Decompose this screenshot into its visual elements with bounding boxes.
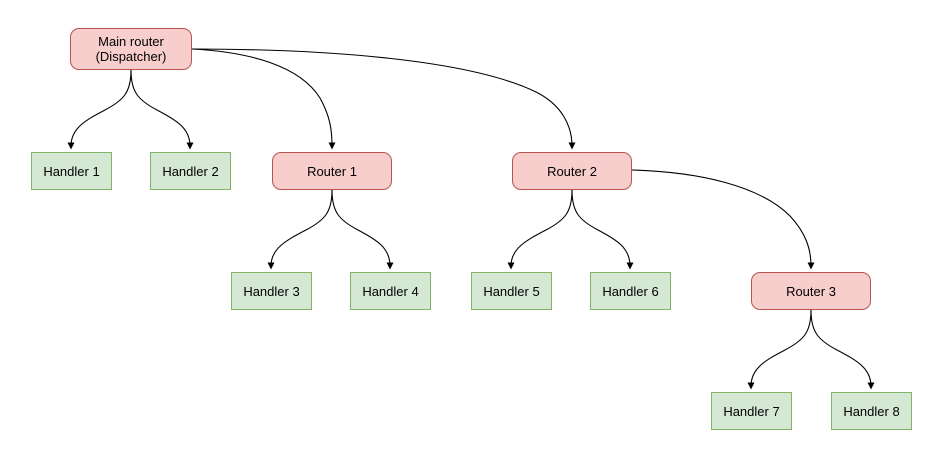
- edge-main-to-router-1: [191, 48, 336, 150]
- edge-router-2-to-handler-6: [571, 189, 634, 270]
- node-label: Handler 6: [602, 283, 659, 299]
- node-label: Handler 7: [723, 403, 780, 419]
- node-handler-6[interactable]: Handler 6: [590, 272, 671, 310]
- node-router-1[interactable]: Router 1: [272, 152, 392, 190]
- node-handler-1[interactable]: Handler 1: [31, 152, 112, 190]
- edge-router-3-to-handler-7: [747, 309, 812, 390]
- node-label: Handler 4: [362, 283, 419, 299]
- edge-router-1-to-handler-4: [331, 189, 394, 270]
- node-label: Handler 1: [43, 163, 100, 179]
- node-label: Handler 5: [483, 283, 540, 299]
- node-router-3[interactable]: Router 3: [751, 272, 871, 310]
- node-label: Handler 3: [243, 283, 300, 299]
- node-handler-7[interactable]: Handler 7: [711, 392, 792, 430]
- node-handler-4[interactable]: Handler 4: [350, 272, 431, 310]
- edge-router-1-to-handler-3: [267, 189, 333, 270]
- edge-router-3-to-handler-8: [810, 309, 875, 390]
- node-handler-3[interactable]: Handler 3: [231, 272, 312, 310]
- node-handler-8[interactable]: Handler 8: [831, 392, 912, 430]
- edge-router-2-to-router-3: [631, 169, 815, 270]
- node-handler-5[interactable]: Handler 5: [471, 272, 552, 310]
- edge-main-to-router-2: [191, 48, 576, 150]
- node-main-router[interactable]: Main router (Dispatcher): [70, 28, 192, 70]
- edge-router-2-to-handler-5: [507, 189, 573, 270]
- edge-main-to-handler-2: [130, 69, 194, 150]
- edge-paths: [67, 48, 875, 390]
- node-router-2[interactable]: Router 2: [512, 152, 632, 190]
- edge-main-to-handler-1: [67, 69, 132, 150]
- node-label: Main router (Dispatcher): [95, 34, 167, 64]
- node-label: Handler 2: [162, 163, 219, 179]
- node-handler-2[interactable]: Handler 2: [150, 152, 231, 190]
- node-label: Router 2: [547, 163, 597, 179]
- node-label: Router 1: [307, 163, 357, 179]
- node-label: Handler 8: [843, 403, 900, 419]
- node-label: Router 3: [786, 283, 836, 299]
